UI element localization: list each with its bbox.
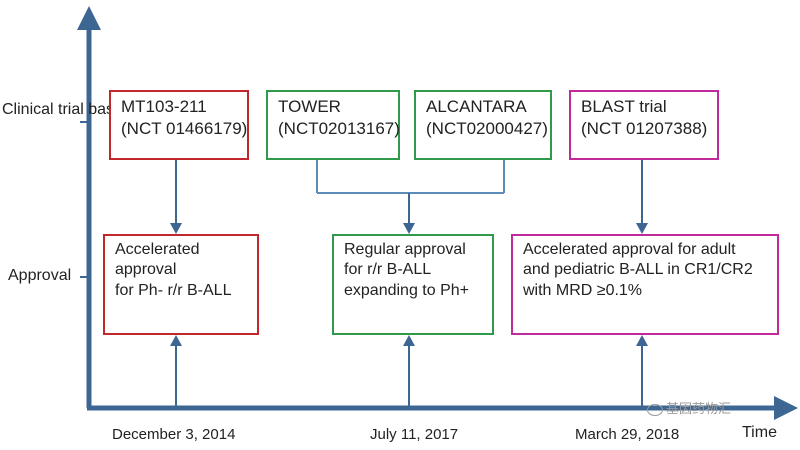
arrowhead-date2 [403,335,415,346]
arrowhead-trial4 [636,223,648,234]
trial-box-tower: TOWER (NCT02013167) [266,90,400,160]
approval-box-2017: Regular approval for r/r B-ALL expanding… [332,234,494,335]
approval-2017-line3: expanding to Ph+ [344,281,469,299]
watermark: 基因药物汇 [647,398,731,417]
y-label-clinical-line2: trial basis [58,101,126,118]
approval-2018-line2: and pediatric B-ALL in CR1/CR2 [523,261,753,279]
approval-2018-line3: with MRD ≥0.1% [523,281,643,299]
date-2014: December 3, 2014 [112,426,236,443]
approval-box-2014: Accelerated approval for Ph- r/r B-ALL [103,234,259,335]
approval-2014-line1: Accelerated [115,241,200,258]
trial-mt103-name: MT103-211 [121,97,207,116]
approval-2017-line1: Regular approval [344,241,466,258]
arrowhead-trial1 [170,223,182,234]
approval-2017-line2: for r/r B-ALL [344,261,432,279]
approval-2014-line2: approval [115,261,177,279]
x-axis-arrowhead [774,396,798,420]
approval-2018-line1: Accelerated approval for adult [523,241,736,258]
arrowhead-date1 [170,335,182,346]
trial-blast-name: BLAST trial [581,97,667,116]
wechat-icon [647,403,663,416]
trial-box-blast: BLAST trial (NCT 01207388) [569,90,719,160]
watermark-text: 基因药物汇 [666,401,732,416]
trial-mt103-nct: (NCT 01466179) [121,118,248,138]
y-label-approval: Approval [8,267,72,284]
date-2017: July 11, 2017 [370,426,459,443]
trial-tower-nct: (NCT02013167) [278,118,400,138]
y-axis-arrowhead [77,6,101,30]
trial-box-alcantara: ALCANTARA (NCT02000427) [414,90,552,160]
trial-alcantara-name: ALCANTARA [426,97,527,116]
trial-tower-name: TOWER [278,97,341,116]
trial-alcantara-nct: (NCT02000427) [426,118,548,138]
y-label-clinical: Clinical trial basis [2,100,126,121]
approval-box-2018: Accelerated approval for adult and pedia… [511,234,779,335]
arrowhead-merge [403,223,415,234]
x-axis-label: Time [742,424,777,441]
arrowhead-date3 [636,335,648,346]
trial-blast-nct: (NCT 01207388) [581,118,708,138]
y-label-clinical-line1: Clinical [2,101,54,118]
trial-box-mt103: MT103-211 (NCT 01466179) [109,90,249,160]
approval-2014-line3: for Ph- r/r B-ALL [115,281,232,299]
date-2018: March 29, 2018 [575,426,680,443]
